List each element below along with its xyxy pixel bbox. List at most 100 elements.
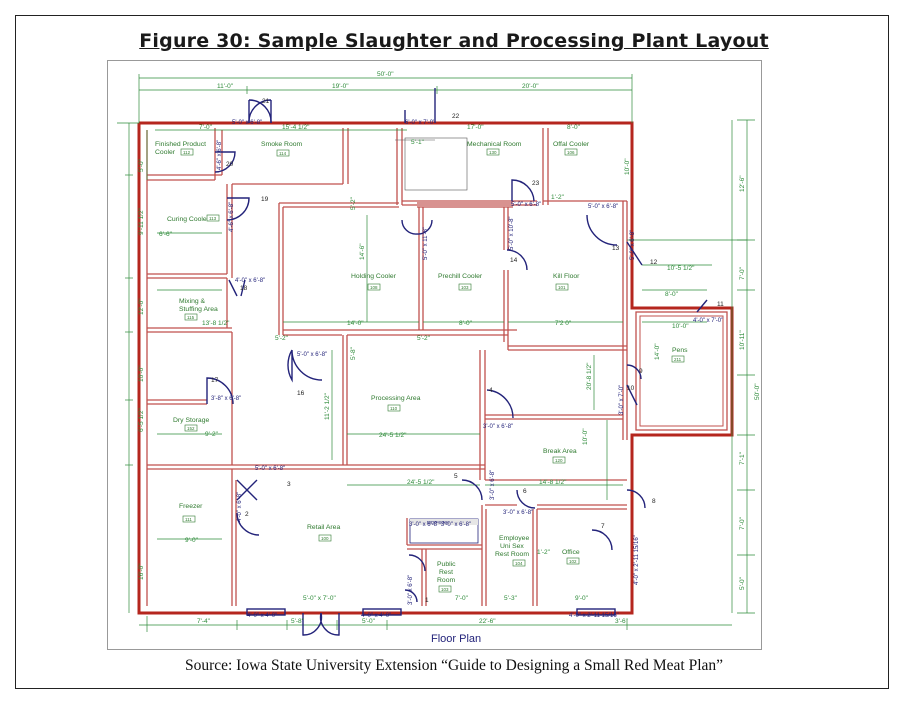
svg-text:9'-11 1/2": 9'-11 1/2" <box>138 207 145 235</box>
svg-text:4'-0" x 6'-8": 4'-0" x 6'-8" <box>237 492 243 522</box>
svg-text:103: 103 <box>441 587 449 592</box>
svg-text:10'-0": 10'-0" <box>624 158 631 175</box>
svg-text:50'-0": 50'-0" <box>754 383 761 400</box>
room-pens: Pens <box>672 347 688 354</box>
svg-text:18: 18 <box>240 285 248 292</box>
figure-frame <box>15 15 889 689</box>
svg-text:16: 16 <box>297 390 305 397</box>
svg-text:5'-0" x 6'-8": 5'-0" x 6'-8" <box>232 120 262 126</box>
svg-text:120: 120 <box>555 458 563 463</box>
svg-text:8'-0": 8'-0" <box>665 291 679 298</box>
svg-text:7'-0": 7'-0" <box>739 516 746 530</box>
svg-text:9'-2": 9'-2" <box>205 431 219 438</box>
svg-text:14'-0": 14'-0" <box>654 343 661 360</box>
svg-text:4: 4 <box>489 387 493 394</box>
room-curing-cooler: Curing Cooler <box>167 216 210 223</box>
mop-sink-label: MOP SINK <box>427 520 449 525</box>
room-kill-floor: Kill Floor <box>553 273 580 280</box>
svg-text:5'-0" x 6'-8": 5'-0" x 6'-8" <box>297 352 327 358</box>
svg-text:20'-8 1/2": 20'-8 1/2" <box>586 362 593 390</box>
svg-text:5'-0" x 6'-8": 5'-0" x 6'-8" <box>511 202 541 208</box>
svg-text:106: 106 <box>567 150 575 155</box>
svg-text:111: 111 <box>185 517 192 522</box>
svg-text:8'-0": 8'-0" <box>459 320 473 327</box>
svg-text:104: 104 <box>515 561 523 566</box>
svg-text:3'-0" x 6'-8" 3'-0" x 6'-8": 3'-0" x 6'-8" 3'-0" x 6'-8" <box>409 522 471 528</box>
svg-text:13: 13 <box>612 245 620 252</box>
svg-text:22'-6": 22'-6" <box>479 618 496 625</box>
svg-text:108: 108 <box>370 285 378 290</box>
svg-text:23: 23 <box>532 180 540 187</box>
door-swings <box>206 88 708 636</box>
exterior-walls <box>137 121 734 615</box>
svg-text:113: 113 <box>209 216 217 221</box>
room-retail-area: Retail Area <box>307 524 340 531</box>
room-freezer: Freezer <box>179 503 203 510</box>
svg-text:10'-0": 10'-0" <box>138 365 145 382</box>
svg-text:6'-6": 6'-6" <box>159 231 173 238</box>
svg-text:5: 5 <box>454 473 458 480</box>
svg-text:4'-0" x 6'-8": 4'-0" x 6'-8" <box>235 278 265 284</box>
svg-text:5'-0": 5'-0" <box>362 618 376 625</box>
svg-text:102: 102 <box>569 559 577 564</box>
svg-text:16'-0": 16'-0" <box>138 563 145 580</box>
svg-text:10'-5 1/2": 10'-5 1/2" <box>667 265 695 272</box>
svg-text:9: 9 <box>639 368 643 375</box>
svg-text:14'-0": 14'-0" <box>347 320 364 327</box>
svg-text:130: 130 <box>489 150 497 155</box>
svg-text:4'-6" x 6'-8": 4'-6" x 6'-8" <box>217 140 223 170</box>
room-mechanical-room: Mechanical Room <box>467 141 522 148</box>
svg-text:7'-1": 7'-1" <box>739 451 746 465</box>
svg-text:21: 21 <box>262 98 270 105</box>
svg-text:5'-3": 5'-3" <box>504 595 518 602</box>
svg-text:7: 7 <box>601 523 605 530</box>
svg-text:4'-0" x 4'-0": 4'-0" x 4'-0" <box>361 613 391 619</box>
svg-text:3'-0" x 7'-0": 3'-0" x 7'-0" <box>619 385 625 415</box>
room-holding-cooler: Holding Cooler <box>351 273 397 280</box>
svg-text:5'-1": 5'-1" <box>411 139 425 146</box>
svg-text:5'-0" x 11'-8": 5'-0" x 11'-8" <box>423 227 429 260</box>
svg-text:24'-5 1/2": 24'-5 1/2" <box>407 479 435 486</box>
svg-text:10'-11": 10'-11" <box>739 330 746 350</box>
room-dry-storage: Dry Storage <box>173 417 209 424</box>
svg-text:112: 112 <box>183 150 191 155</box>
svg-text:5'-0" x 10'-8": 5'-0" x 10'-8" <box>509 216 515 250</box>
svg-text:7'-0": 7'-0" <box>199 124 213 131</box>
dimension-labels: 50'-0" 11'-0" 19'-0" 20'-0" 7'-0" 15'-4 … <box>138 71 761 625</box>
svg-text:3'-8" x 6'-8": 3'-8" x 6'-8" <box>211 396 241 402</box>
svg-text:11'-2 1/2": 11'-2 1/2" <box>324 392 331 420</box>
floor-plan-drawing: .w { stroke:#b5261e; fill:none; stroke-w… <box>117 71 761 645</box>
svg-text:5'-0" x 6'-8": 5'-0" x 6'-8" <box>630 230 636 260</box>
figure-title: Figure 30: Sample Slaughter and Processi… <box>139 30 769 52</box>
interior-walls <box>146 128 728 606</box>
svg-text:3: 3 <box>287 481 291 488</box>
svg-text:7'-4": 7'-4" <box>197 618 211 625</box>
svg-text:14'-6": 14'-6" <box>359 243 366 260</box>
svg-text:152: 152 <box>187 426 195 431</box>
svg-text:5'-2": 5'-2" <box>350 196 357 210</box>
svg-text:114: 114 <box>279 151 287 156</box>
floor-plan-caption: Floor Plan <box>431 633 481 645</box>
svg-text:2: 2 <box>245 511 249 518</box>
svg-text:20: 20 <box>226 161 234 168</box>
svg-text:4'-0" x 2'-11 15/16": 4'-0" x 2'-11 15/16" <box>569 613 619 619</box>
svg-text:13'-8 1/2": 13'-8 1/2" <box>202 320 230 327</box>
svg-text:9'-0": 9'-0" <box>575 595 589 602</box>
svg-text:5'-0": 5'-0" <box>138 158 145 172</box>
svg-text:3'-0" x 6'-8": 3'-0" x 6'-8" <box>503 510 533 516</box>
svg-text:17: 17 <box>211 377 219 384</box>
dimension-lines <box>117 74 755 632</box>
svg-text:20'-0": 20'-0" <box>522 83 539 90</box>
svg-text:1'-2": 1'-2" <box>537 549 551 556</box>
dim-overall-width: 50'-0" <box>377 71 394 78</box>
svg-text:8: 8 <box>652 498 656 505</box>
plan-border <box>107 60 762 650</box>
svg-text:8'-0": 8'-0" <box>567 124 581 131</box>
svg-text:24'-5 1/2": 24'-5 1/2" <box>379 432 407 439</box>
svg-text:19'-0": 19'-0" <box>332 83 349 90</box>
door-size-labels: 5'-0" x 6'-8" 6'-0" x 7'-0" 4'-6" x 6'-8… <box>211 120 723 619</box>
svg-text:5'-0": 5'-0" <box>739 576 746 590</box>
